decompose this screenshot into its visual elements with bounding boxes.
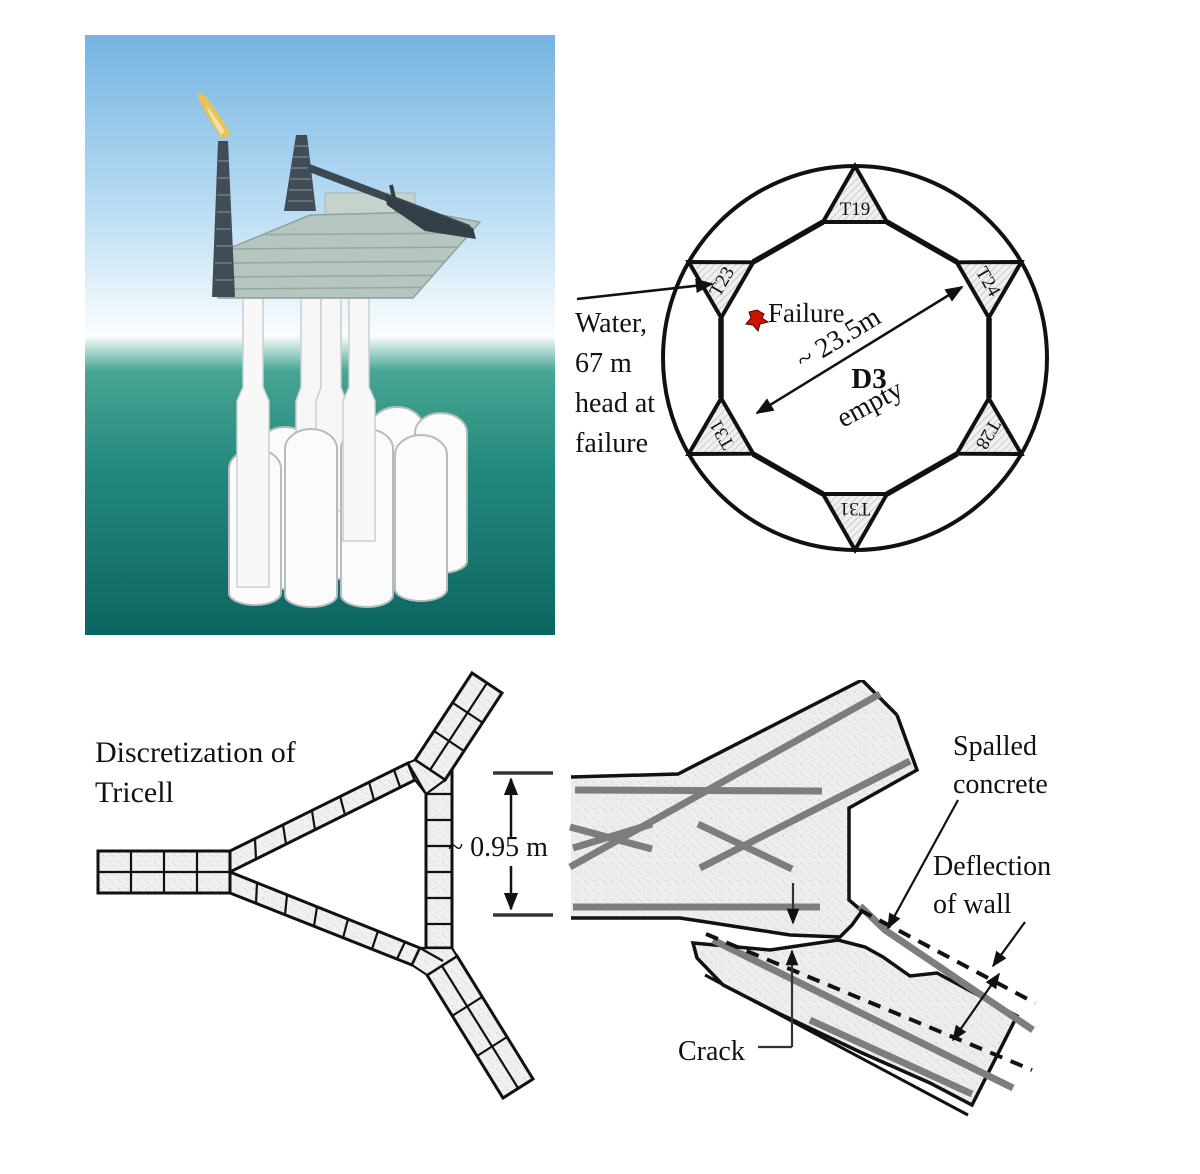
center-cell-name: D3 bbox=[851, 363, 886, 395]
water-note-line1: Water, bbox=[575, 308, 647, 339]
tricell-lower-left bbox=[685, 394, 757, 457]
flare-tower bbox=[212, 141, 235, 297]
mesh-title-line1: Discretization of bbox=[95, 736, 296, 769]
drilling-derrick bbox=[284, 135, 316, 211]
upper-concrete-block bbox=[571, 680, 917, 937]
water-note-line2: 67 m bbox=[575, 348, 632, 379]
tricell-bottom bbox=[819, 492, 891, 555]
crack-label: Crack bbox=[678, 1036, 745, 1067]
spalled-concrete-arrow bbox=[887, 799, 959, 930]
mesh-bottom-junction bbox=[410, 946, 459, 977]
spalled-label-line1: Spalled bbox=[953, 731, 1037, 762]
tricell-upper-right bbox=[953, 259, 1025, 322]
wall-thickness-dimension: ~ 0.95 m bbox=[448, 771, 553, 917]
water-note-line4: failure bbox=[575, 428, 648, 459]
deflection-label-line1: Deflection bbox=[933, 851, 1051, 882]
wall-thickness-label: ~ 0.95 m bbox=[448, 832, 548, 863]
failure-marker-icon bbox=[745, 309, 770, 333]
deflection-label-arrow bbox=[992, 921, 1026, 968]
joint-failure-detail: Spalled concrete Deflection of wall Crac… bbox=[568, 680, 1051, 1117]
tricell-label-top: T19 bbox=[840, 199, 871, 220]
deflection-label-line2: of wall bbox=[933, 889, 1012, 920]
tricell-label-bottom: T31 bbox=[840, 498, 871, 519]
crack-pointer bbox=[758, 949, 799, 1049]
crane-boom bbox=[307, 163, 476, 239]
cell-hexagon-walls bbox=[718, 219, 992, 497]
tricells bbox=[685, 161, 1025, 555]
deflected-wall bbox=[690, 938, 1020, 1108]
flare-flame-icon bbox=[197, 93, 231, 139]
wall-outer-face-line bbox=[704, 973, 969, 1117]
failure-label: Failure bbox=[768, 298, 844, 328]
water-annotation-arrow bbox=[576, 278, 714, 301]
mesh-title-line2: Tricell bbox=[95, 776, 174, 809]
mesh-lower-wall bbox=[228, 869, 423, 967]
platform-illustration bbox=[85, 35, 555, 635]
water-note-line3: head at bbox=[575, 388, 655, 419]
deflection-magnitude-arrow bbox=[952, 972, 1000, 1042]
support-shafts-outer bbox=[236, 297, 376, 588]
span-dimension-arrow bbox=[755, 285, 964, 415]
tricell-mesh-diagram: Discretization of Tricell bbox=[95, 670, 553, 1101]
tricell-top bbox=[819, 161, 891, 224]
mesh-upper-wall bbox=[228, 760, 417, 875]
mesh-element-lines bbox=[98, 682, 519, 1089]
mesh-top-junction bbox=[406, 758, 447, 796]
cell-plan-diagram: T19 T23 T24 T31 T28 T31 ~ 23.5m D3 empty… bbox=[575, 161, 1049, 555]
tricell-lower-right bbox=[953, 394, 1025, 457]
spalled-label-line2: concrete bbox=[953, 769, 1048, 800]
